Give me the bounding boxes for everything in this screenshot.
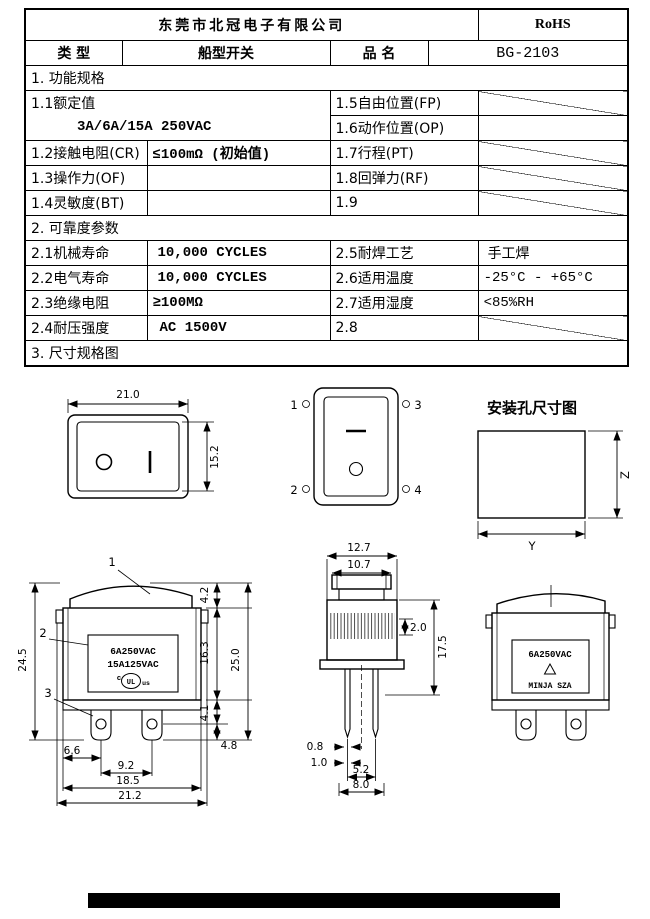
name-label: 品 名 [329,40,429,66]
terminal-1-label: 1 [290,398,297,412]
terminal-2-label: 2 [290,483,297,497]
section2-title: 2. 可靠度参数 [24,215,629,241]
rohs-badge: RoHS [477,8,629,41]
mounting-hole-diagram: 安装孔尺寸图 Y Z [477,399,632,553]
item-2-8-label: 2.8 [329,315,479,341]
dimension-drawings: 21.0 15.2 1 3 2 4 安装孔尺寸图 Y [17,387,632,908]
type-label: 类 型 [24,40,123,66]
rebound-force-value [477,165,629,191]
side-profile-view: 12.7 10.7 2.0 17.5 0.8 1.0 5.2 [307,542,449,796]
section1-title: 1. 功能规格 [24,65,629,91]
dim-4-1: 4.1 [199,705,211,722]
item-1-9-value [477,190,629,216]
dim-21-2: 21.2 [118,790,141,802]
dim-4-8: 4.8 [221,740,238,752]
type-value: 船型开关 [121,40,331,66]
mounting-z-dim: Z [618,471,632,479]
temp-label: 2.6适用温度 [329,265,479,291]
solder-label: 2.5耐焊工艺 [329,240,479,266]
dim-24-5: 24.5 [17,648,29,671]
dim-9-2: 9.2 [118,760,135,772]
dim-10-7: 10.7 [347,559,370,571]
callout-1: 1 [108,555,115,569]
temp-value: -25°C - +65°C [477,265,629,291]
rating-mark-side2: 6A250VAC [528,650,572,660]
dim-8-0: 8.0 [353,779,370,791]
sensitivity-label: 1.4灵敏度(BT) [24,190,148,216]
dim-16-3: 16.3 [199,641,211,664]
dim-0-8: 0.8 [307,741,324,753]
travel-label: 1.7行程(PT) [329,140,479,166]
operating-force-value [146,165,331,191]
contact-resistance-label: 1.2接触电阻(CR) [24,140,148,166]
terminal-4-label: 4 [414,483,421,497]
rebound-force-label: 1.8回弹力(RF) [329,165,479,191]
ul-logo [121,673,141,689]
dim-1-0: 1.0 [311,757,328,769]
spec-table: 东莞市北冠电子有限公司 RoHS 类 型 船型开关 品 名 BG-2103 1.… [24,8,630,367]
elec-life-value: 10,000 CYCLES [146,265,331,291]
dim-4-2: 4.2 [199,587,211,604]
rated-label: 1.1额定值 [31,95,96,112]
front-height-dim: 15.2 [209,445,221,468]
humidity-label: 2.7适用湿度 [329,290,479,316]
dim-25-0: 25.0 [230,648,242,671]
front-dimension-view: 6A250VAC 15A125VAC c UL us 1 2 3 24.5 4.… [17,555,252,807]
item-1-9-label: 1.9 [329,190,479,216]
operating-position-value [477,115,629,141]
callout-2: 2 [39,626,46,640]
terminal-3-label: 3 [414,398,421,412]
rating-mark-2: 15A125VAC [107,659,159,670]
operating-force-label: 1.3操作力(OF) [24,165,148,191]
ul-logo-us: us [142,680,150,687]
front-width-dim: 21.0 [116,389,139,401]
agency-mark-side2: MINJA SZA [528,682,571,691]
insulation-value: ≥100MΩ [146,290,331,316]
operating-position-label: 1.6动作位置(OP) [329,115,479,141]
solder-value: 手工焊 [477,240,629,266]
travel-value [477,140,629,166]
humidity-value: <85%RH [477,290,629,316]
withstand-label: 2.4耐压强度 [24,315,148,341]
triangle-mark [543,662,557,675]
dim-5-2: 5.2 [353,764,370,776]
rating-mark-1: 6A250VAC [110,646,156,657]
switch-o-mark [95,453,113,471]
dim-17-5: 17.5 [437,635,449,658]
free-position-label: 1.5自由位置(FP) [329,90,479,116]
front-view: 21.0 15.2 [67,389,221,499]
dim-2-0: 2.0 [410,622,427,634]
model-number: BG-2103 [427,40,629,66]
item-2-8-value [477,315,629,341]
rated-value-cell: 1.1额定值 3A/6A/15A 250VAC [24,90,331,141]
sensitivity-value [146,190,331,216]
side-view-2: 6A250VAC MINJA SZA [485,585,616,741]
mounting-title: 安装孔尺寸图 [487,399,577,417]
elec-life-label: 2.2电气寿命 [24,265,148,291]
terminal-top-view: 1 3 2 4 [290,387,422,506]
footer-bar [88,893,560,908]
dim-12-7: 12.7 [347,542,370,554]
rated-value: 3A/6A/15A 250VAC [77,118,212,135]
company-title: 东莞市北冠电子有限公司 [24,8,479,41]
dim-18-5: 18.5 [116,775,139,787]
dim-6-6: 6.6 [64,745,81,757]
mech-life-label: 2.1机械寿命 [24,240,148,266]
insulation-label: 2.3绝缘电阻 [24,290,148,316]
mounting-y-dim: Y [527,539,536,553]
callout-3: 3 [44,686,51,700]
ul-logo-c: c [117,675,122,683]
mech-life-value: 10,000 CYCLES [146,240,331,266]
withstand-value: AC 1500V [146,315,331,341]
ul-logo-ul: UL [127,679,135,687]
rocker-off-mark [348,461,364,477]
free-position-value [477,90,629,116]
contact-resistance-value: ≤100mΩ (初始值) [146,140,331,166]
section3-title: 3. 尺寸规格图 [24,340,629,367]
